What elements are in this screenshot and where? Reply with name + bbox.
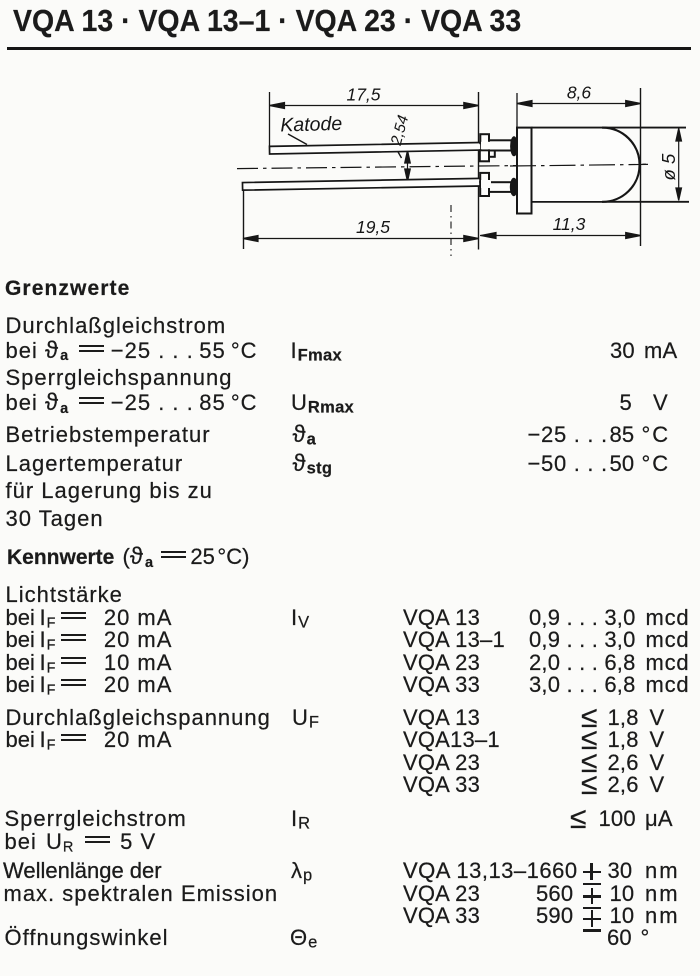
svg-text:11,3: 11,3 — [553, 214, 586, 234]
svg-text:8,6: 8,6 — [567, 83, 592, 103]
svg-text:17,5: 17,5 — [346, 85, 380, 105]
svg-text:2,54: 2,54 — [388, 113, 413, 148]
svg-text:ø 5: ø 5 — [658, 153, 679, 180]
svg-text:Katode: Katode — [280, 113, 343, 137]
svg-text:19,5: 19,5 — [356, 217, 390, 237]
